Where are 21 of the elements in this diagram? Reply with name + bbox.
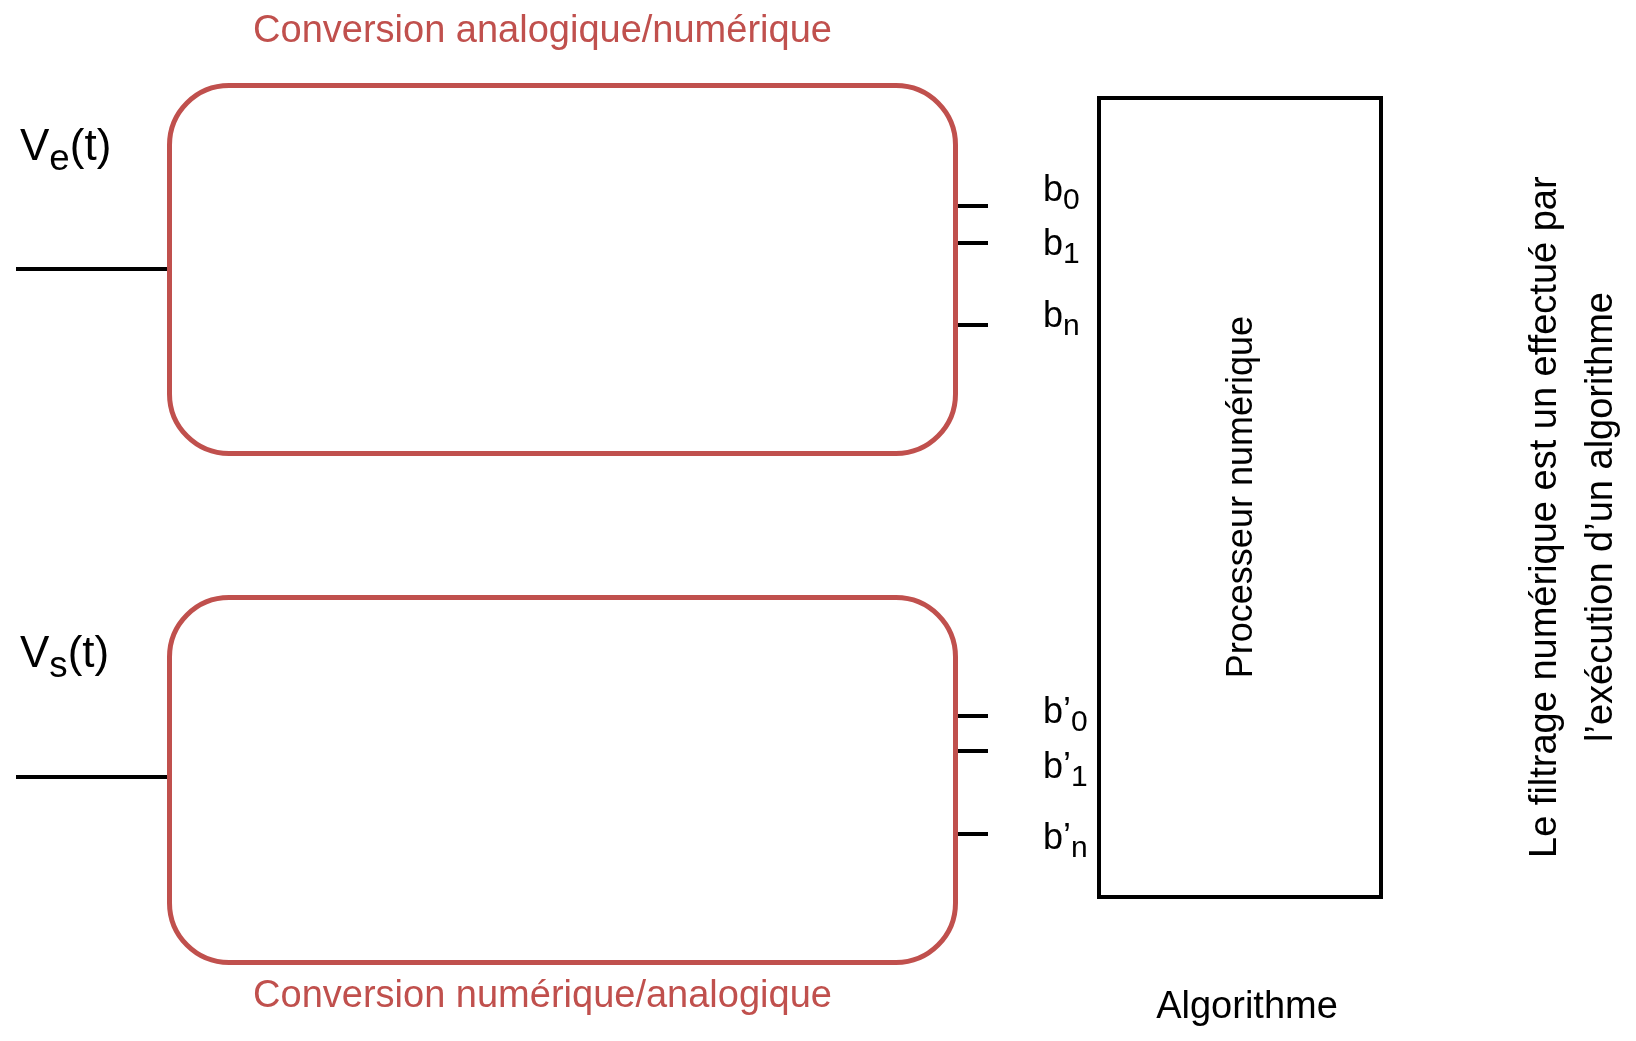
signal-label: b’$_{0}$ — [1043, 690, 1088, 739]
signal-line — [16, 775, 167, 779]
signal-line — [16, 267, 167, 271]
block-heading: Conversion numérique/analogique — [253, 973, 832, 1016]
signal-label: V$_{e}$(t) — [20, 120, 112, 179]
signal-label: b’$_{1}$ — [1043, 745, 1088, 794]
signal-label: V$_{s}$(t) — [20, 627, 110, 686]
signal-line — [958, 241, 988, 245]
signal-line — [958, 204, 988, 208]
block-heading: Conversion analogique/numérique — [253, 8, 832, 51]
signal-line — [958, 323, 988, 327]
signal-line — [958, 714, 988, 718]
signal-label: b$_{1}$ — [1043, 222, 1080, 271]
signal-label: b$_{0}$ — [1043, 168, 1080, 217]
box-title: Processeur numérique — [1219, 316, 1261, 679]
signal-label: b$_{n}$ — [1043, 294, 1080, 343]
signal-line — [958, 749, 988, 753]
note-text: Le filtrage numérique est un effectué par l’exécution d’un algorithme — [1521, 175, 1621, 860]
signal-line — [958, 832, 988, 836]
signal-label: b’$_{n}$ — [1043, 816, 1088, 865]
caption-text: Algorithme — [1156, 983, 1338, 1027]
